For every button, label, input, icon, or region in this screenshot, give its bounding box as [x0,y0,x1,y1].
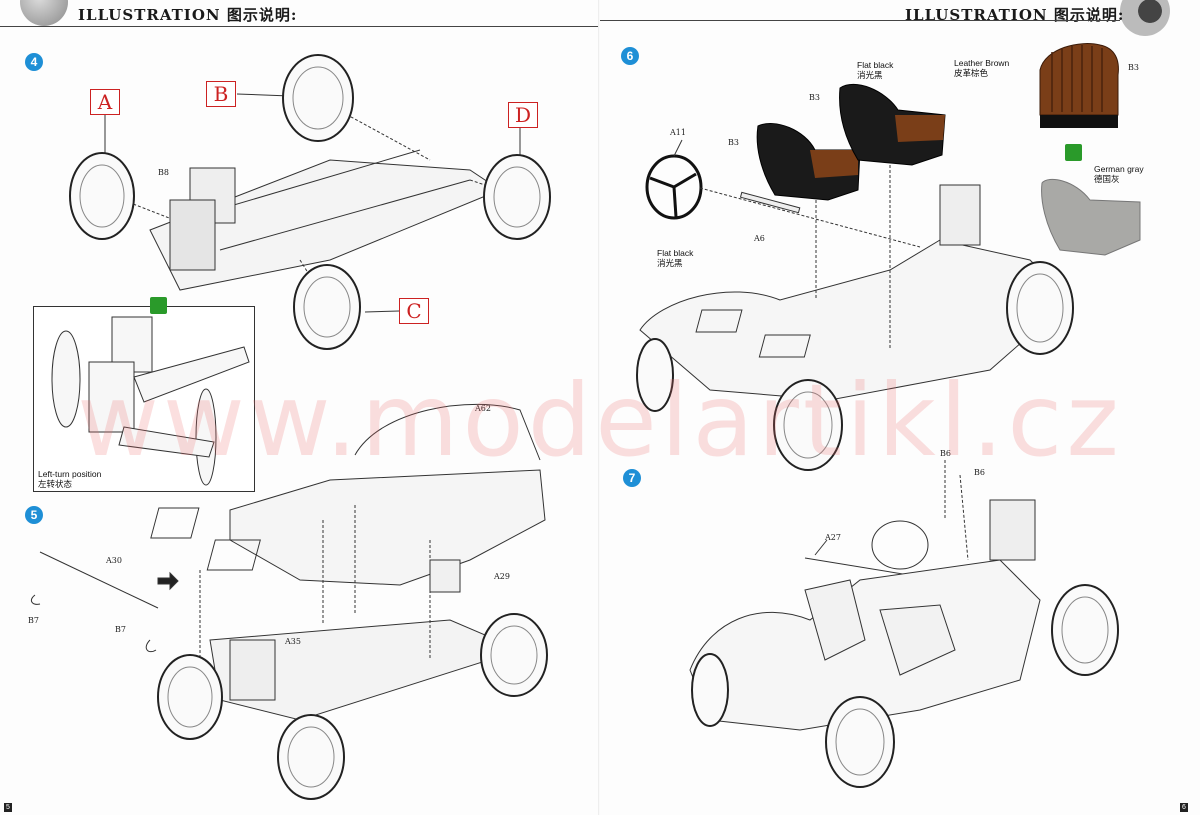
left-header-rule [0,26,600,27]
callout-a: A [90,89,120,115]
step-4-badge: 4 [25,53,43,71]
part-label-a35: A35 [285,637,301,646]
flat-black-note-wheel-en: Flat black [657,248,694,258]
left-turn-note-cn: 左转状态 [38,479,73,489]
left-page: ILLUSTRATION 图示说明: 4 5 A B C D B8 B8 [0,0,600,812]
callout-d: D [508,102,538,128]
part-label-b3-left: B3 [728,138,739,147]
part-label-b3-right: B3 [1128,63,1139,72]
step-6-badge: 6 [621,47,639,65]
german-gray-note-cn: 德国灰 [1094,174,1120,184]
part-label-a62: A62 [475,404,491,413]
step-5-badge: 5 [25,506,43,524]
left-page-number: 5 [4,803,12,812]
leather-brown-note-cn: 皮革棕色 [954,68,989,78]
part-label-b6-left: B6 [940,449,951,458]
flat-black-note-wheel-cn: 消光黑 [657,258,683,268]
step-6-seat-assembly-drawing [636,43,1141,471]
right-header-title: ILLUSTRATION 图示说明: [905,6,1125,24]
part-label-b7-right: B7 [115,625,126,634]
part-label-a11: A11 [670,128,686,137]
left-turn-note-en: Left-turn position [38,469,102,479]
left-header-title: ILLUSTRATION 图示说明: [78,6,298,24]
part-label-a6: A6 [754,234,765,243]
part-label-b8-upper: B8 [158,168,169,177]
step-4-chassis-drawing [69,54,551,350]
right-page-number: 6 [1180,803,1188,812]
german-gray-note-en: German gray [1094,164,1144,174]
part-label-a30: A30 [106,556,122,565]
step-7-final-assembly-drawing [689,460,1119,788]
part-label-a29: A29 [494,572,510,581]
left-turn-detail-drawing [51,316,250,486]
part-label-a27: A27 [825,533,841,542]
option-alternate-icon [150,297,167,314]
left-turn-inset: Left-turn position 左转状态 [33,297,255,492]
step-7-badge: 7 [623,469,641,487]
leather-brown-note-en: Leather Brown [954,58,1010,68]
option-alternate-icon-right [1065,144,1082,161]
part-label-b6-right: B6 [974,468,985,477]
part-label-b7-left: B7 [28,616,39,625]
callout-b: B [206,81,236,107]
flat-black-note-top-en: Flat black [857,60,894,70]
callout-c: C [399,298,429,324]
right-header-rule [600,20,1120,21]
right-page: ILLUSTRATION 图示说明: 6 7 [600,0,1200,815]
part-label-b3-center: B3 [809,93,820,102]
step-5-assembly-drawing [30,403,548,800]
assembly-arrow-icon [157,571,179,591]
flat-black-note-top-cn: 消光黑 [857,70,883,80]
